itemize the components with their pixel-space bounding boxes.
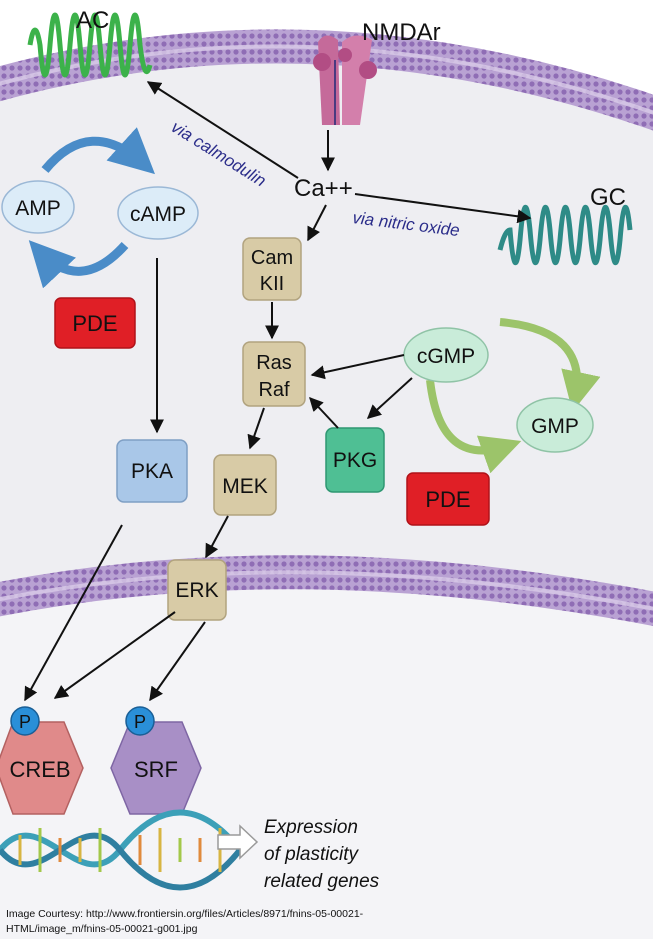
arrow-erk-to-creb — [53, 611, 176, 699]
hollow-arrow-icon — [217, 824, 259, 860]
ca-label: Ca++ — [294, 175, 353, 202]
credit-line-1: Image Courtesy: http://www.frontiersin.o… — [6, 908, 364, 920]
camp-node: cAMP — [117, 186, 199, 240]
arrow-pka-to-creb — [24, 524, 123, 702]
cycle-arrow-top — [41, 127, 155, 175]
rasraf-label-2: Raf — [258, 379, 290, 401]
arrow-ca-to-gc — [354, 193, 532, 224]
phosphate-creb: P — [10, 706, 40, 736]
arrow-ca-to-camkii — [307, 204, 327, 242]
camp-label: cAMP — [130, 203, 186, 226]
rasraf-node: Ras Raf — [242, 341, 306, 407]
pde-left-node: PDE — [54, 297, 136, 349]
rasraf-label-1: Ras — [256, 352, 292, 374]
camkii-label-1: Cam — [251, 247, 293, 269]
gmp-label: GMP — [531, 415, 579, 438]
dna-helix-icon — [0, 809, 243, 891]
gmp-cycle-arrow-left — [426, 379, 522, 474]
pka-label: PKA — [131, 460, 173, 483]
arrow-rasraf-to-mek — [247, 407, 265, 450]
gmp-cycle-arrow-right — [499, 318, 601, 412]
expression-line-1: Expression — [264, 817, 358, 838]
expression-line-2: of plasticity — [264, 844, 359, 865]
ac-receptor-icon — [27, 12, 153, 78]
ac-label: AC — [76, 7, 109, 34]
creb-label: CREB — [9, 757, 70, 782]
arrow-erk-to-srf — [149, 621, 206, 702]
arrow-mek-to-erk — [205, 515, 229, 559]
camkii-node: Cam KII — [242, 237, 302, 301]
nmdar-label: NMDAr — [362, 19, 441, 46]
srf-label: SRF — [134, 757, 178, 782]
arrow-pkg-to-rasraf — [309, 396, 339, 429]
amp-node: AMP — [1, 180, 75, 234]
gc-label: GC — [590, 184, 626, 211]
phosphate-srf: P — [125, 706, 155, 736]
mek-label: MEK — [222, 475, 268, 498]
cgmp-label: cGMP — [417, 345, 475, 368]
erk-label: ERK — [175, 579, 218, 602]
arrow-cgmp-to-pkg — [366, 377, 413, 419]
arrow-ca-to-ac — [146, 81, 299, 179]
amp-label: AMP — [15, 197, 61, 220]
cgmp-node: cGMP — [403, 327, 489, 383]
mek-node: MEK — [213, 454, 277, 516]
nmdar-channel-icon — [313, 35, 377, 125]
credit-line-2: HTML/image_m/fnins-05-00021-g001.jpg — [6, 923, 198, 935]
pkg-node: PKG — [325, 427, 385, 493]
pde-right-node: PDE — [406, 472, 490, 526]
pkg-label: PKG — [333, 449, 377, 472]
nucleus — [0, 572, 653, 939]
gmp-node: GMP — [516, 397, 594, 453]
pka-node: PKA — [116, 439, 188, 503]
srf-node: SRF — [110, 721, 202, 815]
creb-node: CREB — [0, 721, 84, 815]
pde-left-label: PDE — [72, 311, 117, 336]
expression-line-3: related genes — [264, 871, 380, 892]
cycle-arrow-bottom — [28, 240, 129, 289]
p2-label: P — [134, 712, 146, 732]
p1-label: P — [19, 712, 31, 732]
erk-node: ERK — [167, 559, 227, 621]
camkii-label-2: KII — [260, 273, 284, 295]
pde-right-label: PDE — [425, 487, 470, 512]
arrow-cgmp-to-rasraf — [310, 354, 405, 380]
